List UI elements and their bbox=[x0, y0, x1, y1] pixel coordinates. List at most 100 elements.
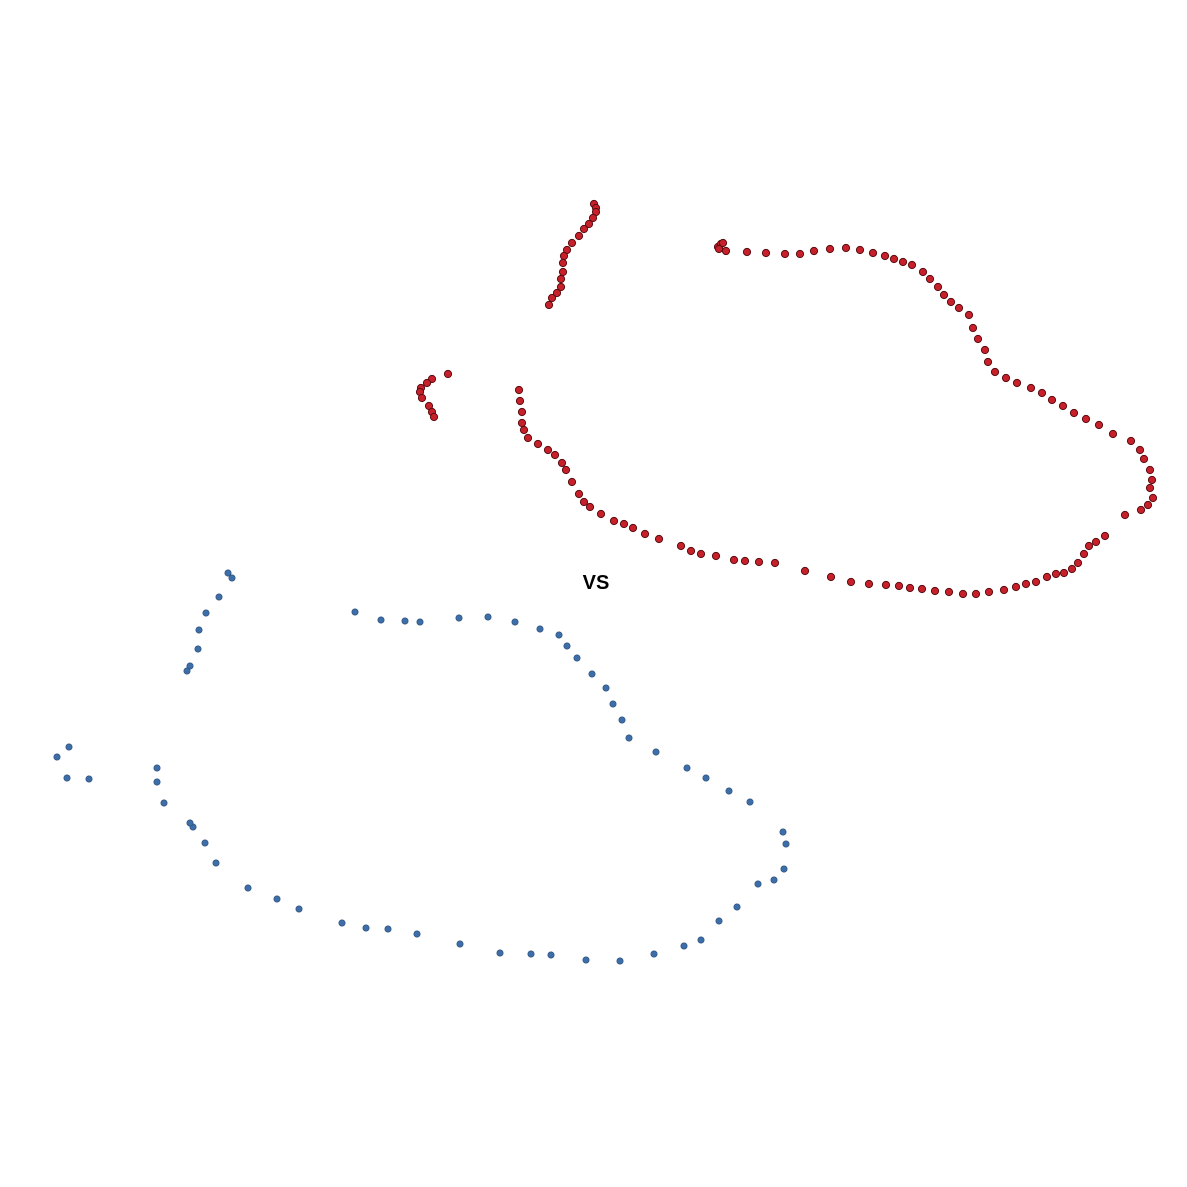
red-point-s1-50 bbox=[1100, 531, 1110, 541]
red-point-s1-99 bbox=[523, 433, 533, 443]
blue-point-s0-3 bbox=[202, 609, 210, 617]
blue-point-s1-26 bbox=[733, 903, 741, 911]
red-point-s1-38 bbox=[1094, 420, 1104, 430]
blue-point-s1-11 bbox=[588, 670, 596, 678]
blue-point-s1-49 bbox=[153, 778, 161, 786]
blue-point-s0-4 bbox=[195, 626, 203, 634]
red-point-s1-98 bbox=[533, 439, 543, 449]
red-point-s1-37 bbox=[1081, 414, 1091, 424]
red-point-s0-5 bbox=[579, 224, 589, 234]
blue-point-s1-29 bbox=[680, 942, 688, 950]
red-point-s1-62 bbox=[999, 585, 1009, 595]
red-point-s1-69 bbox=[905, 583, 915, 593]
blue-point-s1-10 bbox=[573, 654, 581, 662]
red-point-s1-61 bbox=[1011, 582, 1021, 592]
blue-point-s1-15 bbox=[625, 734, 633, 742]
blue-point-s2-3 bbox=[85, 775, 93, 783]
red-point-s1-22 bbox=[946, 297, 956, 307]
red-point-s0-14 bbox=[552, 288, 562, 298]
red-point-s1-16 bbox=[898, 257, 908, 267]
red-point-s1-92 bbox=[574, 489, 584, 499]
blue-point-s1-21 bbox=[779, 828, 787, 836]
red-point-s1-18 bbox=[918, 267, 928, 277]
red-point-s1-4 bbox=[721, 246, 731, 256]
blue-point-s1-43 bbox=[244, 884, 252, 892]
red-point-s1-44 bbox=[1147, 475, 1157, 485]
red-point-s1-60 bbox=[1021, 579, 1031, 589]
red-point-s1-23 bbox=[954, 303, 964, 313]
blue-point-s1-17 bbox=[683, 764, 691, 772]
blue-point-s2-0 bbox=[65, 743, 73, 751]
blue-point-s1-27 bbox=[715, 917, 723, 925]
red-point-s1-84 bbox=[654, 534, 664, 544]
red-point-s1-52 bbox=[1084, 541, 1094, 551]
red-point-s1-77 bbox=[754, 557, 764, 567]
red-point-s1-91 bbox=[579, 497, 589, 507]
blue-point-s1-50 bbox=[153, 764, 161, 772]
red-point-s1-56 bbox=[1059, 568, 1069, 578]
blue-point-s1-40 bbox=[338, 919, 346, 927]
red-point-s0-7 bbox=[567, 238, 577, 248]
blue-point-s1-23 bbox=[780, 865, 788, 873]
blue-point-s1-32 bbox=[582, 956, 590, 964]
blue-point-s1-47 bbox=[186, 819, 194, 827]
red-point-s1-76 bbox=[770, 558, 780, 568]
red-point-s0-6 bbox=[574, 231, 584, 241]
red-point-s1-28 bbox=[983, 357, 993, 367]
red-point-s1-27 bbox=[980, 345, 990, 355]
red-point-s1-30 bbox=[1001, 373, 1011, 383]
red-point-s1-7 bbox=[780, 249, 790, 259]
red-point-s1-94 bbox=[561, 465, 571, 475]
red-point-s1-93 bbox=[567, 477, 577, 487]
blue-point-s1-44 bbox=[212, 859, 220, 867]
red-point-s1-40 bbox=[1126, 436, 1136, 446]
red-point-s1-9 bbox=[809, 246, 819, 256]
blue-point-s1-18 bbox=[702, 774, 710, 782]
red-point-s1-75 bbox=[800, 566, 810, 576]
red-point-s1-32 bbox=[1026, 383, 1036, 393]
blue-point-s1-48 bbox=[160, 799, 168, 807]
red-point-s1-89 bbox=[596, 509, 606, 519]
red-point-s1-79 bbox=[729, 555, 739, 565]
red-point-s1-31 bbox=[1012, 378, 1022, 388]
red-point-s1-81 bbox=[696, 549, 706, 559]
blue-point-s1-31 bbox=[616, 957, 624, 965]
blue-point-s0-2 bbox=[215, 593, 223, 601]
red-point-s1-17 bbox=[907, 260, 917, 270]
red-point-s1-35 bbox=[1058, 401, 1068, 411]
vs-label: VS bbox=[582, 572, 610, 594]
blue-point-s2-2 bbox=[63, 774, 71, 782]
blue-point-s1-34 bbox=[527, 950, 535, 958]
red-point-s1-25 bbox=[968, 323, 978, 333]
red-point-s1-96 bbox=[550, 450, 560, 460]
red-point-s1-3 bbox=[714, 244, 724, 254]
red-point-s1-12 bbox=[855, 245, 865, 255]
red-point-s1-21 bbox=[939, 290, 949, 300]
blue-point-s2-1 bbox=[53, 753, 61, 761]
red-point-s1-26 bbox=[973, 334, 983, 344]
red-point-s1-51 bbox=[1091, 537, 1101, 547]
red-point-s1-2 bbox=[718, 238, 728, 248]
red-point-s0-10 bbox=[558, 258, 568, 268]
red-point-s1-63 bbox=[984, 587, 994, 597]
red-point-s1-87 bbox=[619, 519, 629, 529]
red-point-s1-88 bbox=[609, 516, 619, 526]
red-point-s0-12 bbox=[556, 274, 566, 284]
red-point-s1-14 bbox=[880, 251, 890, 261]
blue-point-s1-36 bbox=[456, 940, 464, 948]
red-point-s1-29 bbox=[990, 367, 1000, 377]
blue-point-s0-7 bbox=[183, 667, 191, 675]
red-point-s1-82 bbox=[686, 546, 696, 556]
blue-point-s1-25 bbox=[754, 880, 762, 888]
red-point-s0-3 bbox=[588, 213, 598, 223]
red-point-s2-0 bbox=[443, 369, 453, 379]
red-point-s1-46 bbox=[1148, 493, 1158, 503]
blue-point-s1-41 bbox=[295, 905, 303, 913]
blue-point-s1-1 bbox=[377, 616, 385, 624]
red-point-s1-24 bbox=[964, 310, 974, 320]
red-point-s1-90 bbox=[585, 502, 595, 512]
blue-point-s0-5 bbox=[194, 645, 202, 653]
blue-point-s1-45 bbox=[201, 839, 209, 847]
red-point-s1-72 bbox=[864, 579, 874, 589]
